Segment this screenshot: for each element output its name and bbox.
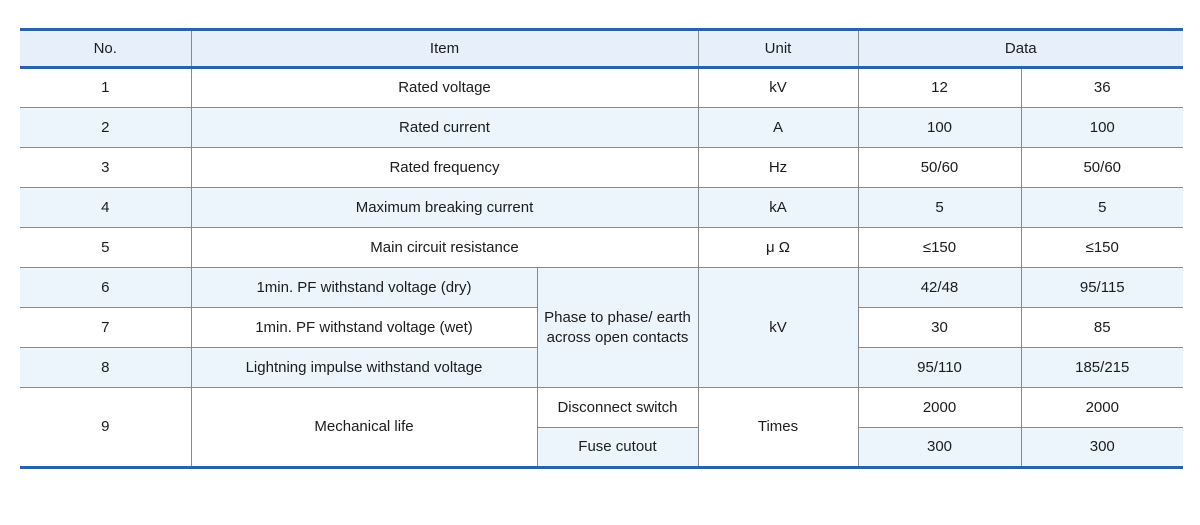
cell-item: Maximum breaking current [190, 187, 699, 228]
cell-data-1: 100 [857, 107, 1022, 148]
table-row: 4 Maximum breaking current kA 5 5 [20, 187, 1183, 228]
cell-unit: kA [697, 187, 859, 228]
header-unit: Unit [697, 29, 859, 69]
cell-no: 3 [20, 147, 192, 188]
cell-data-2: 300 [1020, 427, 1183, 468]
table-row: 3 Rated frequency Hz 50/60 50/60 [20, 147, 1183, 188]
cell-subitem: Disconnect switch [536, 387, 699, 428]
cell-item: 1min. PF withstand voltage (wet) [190, 307, 538, 348]
cell-data-1: 50/60 [857, 147, 1022, 188]
cell-unit: A [697, 107, 859, 148]
cell-unit: kV [697, 67, 859, 108]
header-no: No. [20, 29, 192, 69]
cell-no: 7 [20, 307, 192, 348]
cell-data-1: 95/110 [857, 347, 1022, 388]
table-row: 1 Rated voltage kV 12 36 [20, 67, 1183, 108]
cell-no: 1 [20, 67, 192, 108]
cell-subitem: Fuse cutout [536, 427, 699, 468]
cell-item: Rated frequency [190, 147, 699, 188]
header-data: Data [857, 29, 1183, 69]
table-row: 5 Main circuit resistance μ Ω ≤150 ≤150 [20, 227, 1183, 268]
cell-unit: Times [697, 387, 859, 468]
cell-item: Lightning impulse withstand voltage [190, 347, 538, 388]
table-row: Fuse cutout 300 300 [20, 427, 1183, 468]
cell-item: Rated voltage [190, 67, 699, 108]
cell-data-1: 300 [857, 427, 1022, 468]
table-row: 2 Rated current A 100 100 [20, 107, 1183, 148]
cell-no: 5 [20, 227, 192, 268]
cell-data-2: 50/60 [1020, 147, 1183, 188]
cell-no: 4 [20, 187, 192, 228]
cell-data-1: ≤150 [857, 227, 1022, 268]
cell-no: 8 [20, 347, 192, 388]
table-row: 6 1min. PF withstand voltage (dry) Phase… [20, 267, 1183, 388]
cell-data-2: 2000 [1020, 387, 1183, 428]
cell-data-1: 2000 [857, 387, 1022, 428]
cell-data-2: 5 [1020, 187, 1183, 228]
cell-condition: Phase to phase/ earth across open contac… [536, 267, 699, 388]
cell-no: 9 [20, 387, 192, 468]
cell-data-1: 30 [857, 307, 1022, 348]
cell-data-1: 42/48 [857, 267, 1022, 308]
cell-data-2: 100 [1020, 107, 1183, 148]
cell-data-2: 85 [1020, 307, 1183, 348]
spec-table: No. Item Unit Data 1 Rated voltage kV 12… [20, 28, 1183, 469]
cell-no: 2 [20, 107, 192, 148]
cell-data-2: ≤150 [1020, 227, 1183, 268]
cell-item: Main circuit resistance [190, 227, 699, 268]
cell-item: Mechanical life [190, 387, 538, 468]
cell-unit: μ Ω [697, 227, 859, 268]
cell-unit: Hz [697, 147, 859, 188]
cell-item: 1min. PF withstand voltage (dry) [190, 267, 538, 308]
cell-data-2: 36 [1020, 67, 1183, 108]
header-item: Item [190, 29, 699, 69]
header-row: No. Item Unit Data [20, 29, 1183, 69]
cell-no: 6 [20, 267, 192, 308]
cell-data-1: 12 [857, 67, 1022, 108]
cell-data-1: 5 [857, 187, 1022, 228]
cell-data-2: 95/115 [1020, 267, 1183, 308]
table-row: 9 Mechanical life Disconnect switch Time… [20, 387, 1183, 468]
cell-unit: kV [697, 267, 859, 388]
cell-item: Rated current [190, 107, 699, 148]
cell-data-2: 185/215 [1020, 347, 1183, 388]
